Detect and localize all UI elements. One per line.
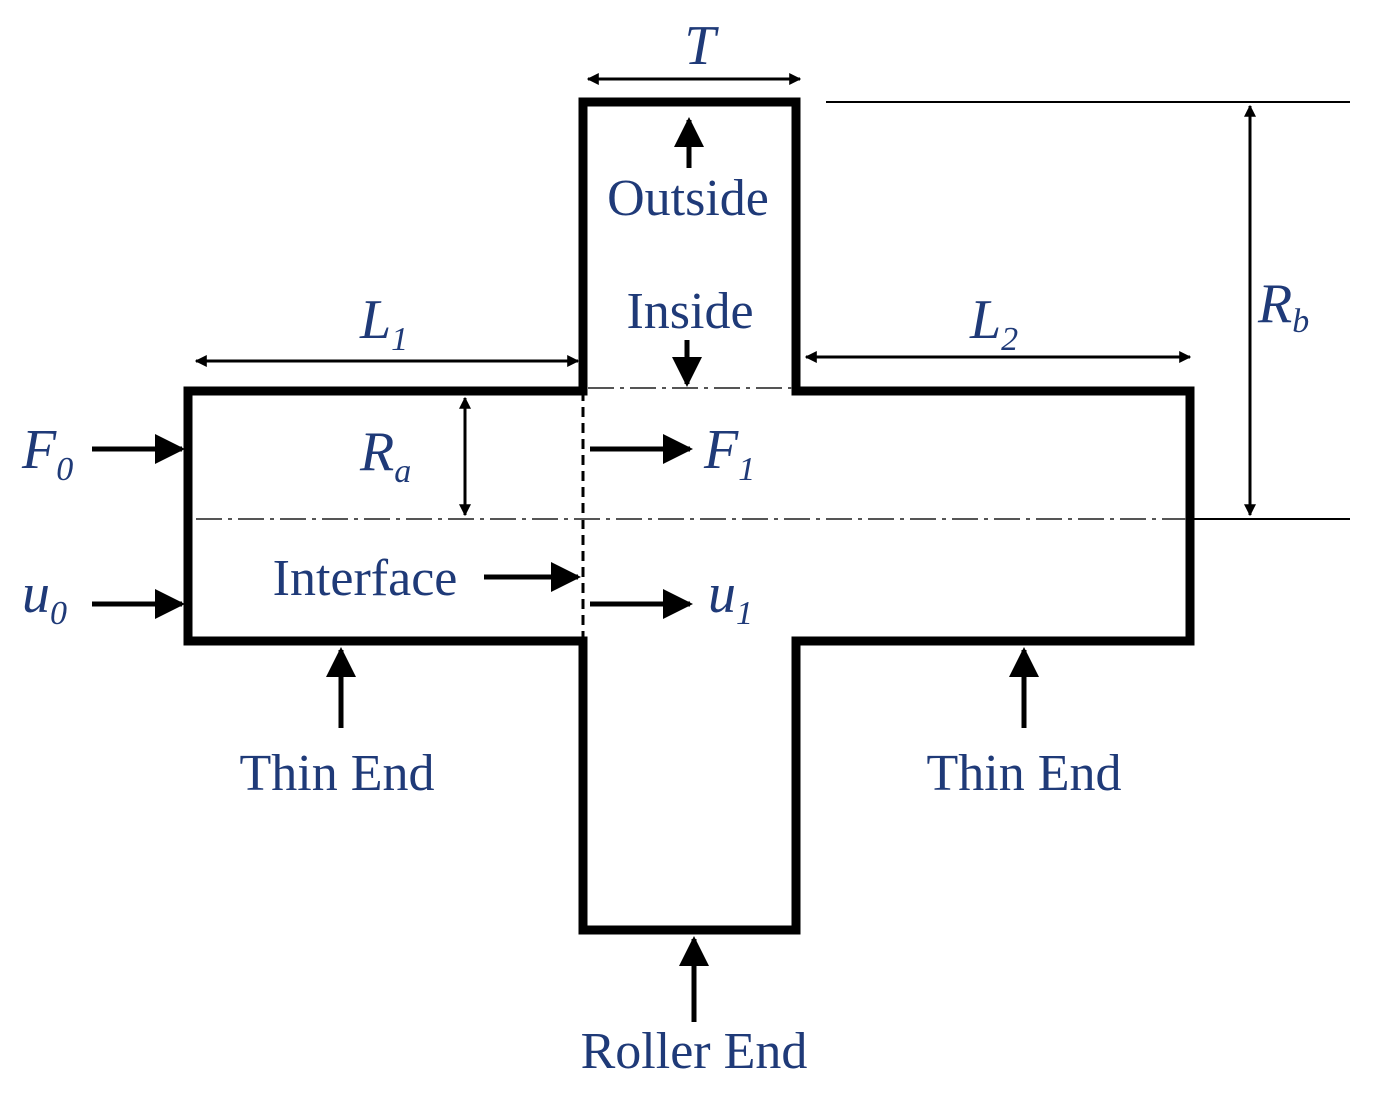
label-rb: Rb xyxy=(1257,273,1309,340)
label-roller-end: Roller End xyxy=(581,1023,808,1080)
label-interface: Interface xyxy=(273,550,458,607)
label-t: T xyxy=(684,15,719,77)
label-l2: L2 xyxy=(969,289,1018,358)
label-inside: Inside xyxy=(626,283,753,340)
label-u0: u0 xyxy=(22,563,67,632)
label-outside: Outside xyxy=(607,170,769,227)
label-f0: F0 xyxy=(21,419,73,488)
label-ra: Ra xyxy=(359,421,411,490)
body-outline xyxy=(183,97,1195,935)
label-f1: F1 xyxy=(703,419,755,488)
label-thin-end-left: Thin End xyxy=(240,745,435,802)
label-thin-end-right: Thin End xyxy=(927,745,1122,802)
label-u1: u1 xyxy=(708,563,753,632)
label-l1: L1 xyxy=(359,289,408,358)
